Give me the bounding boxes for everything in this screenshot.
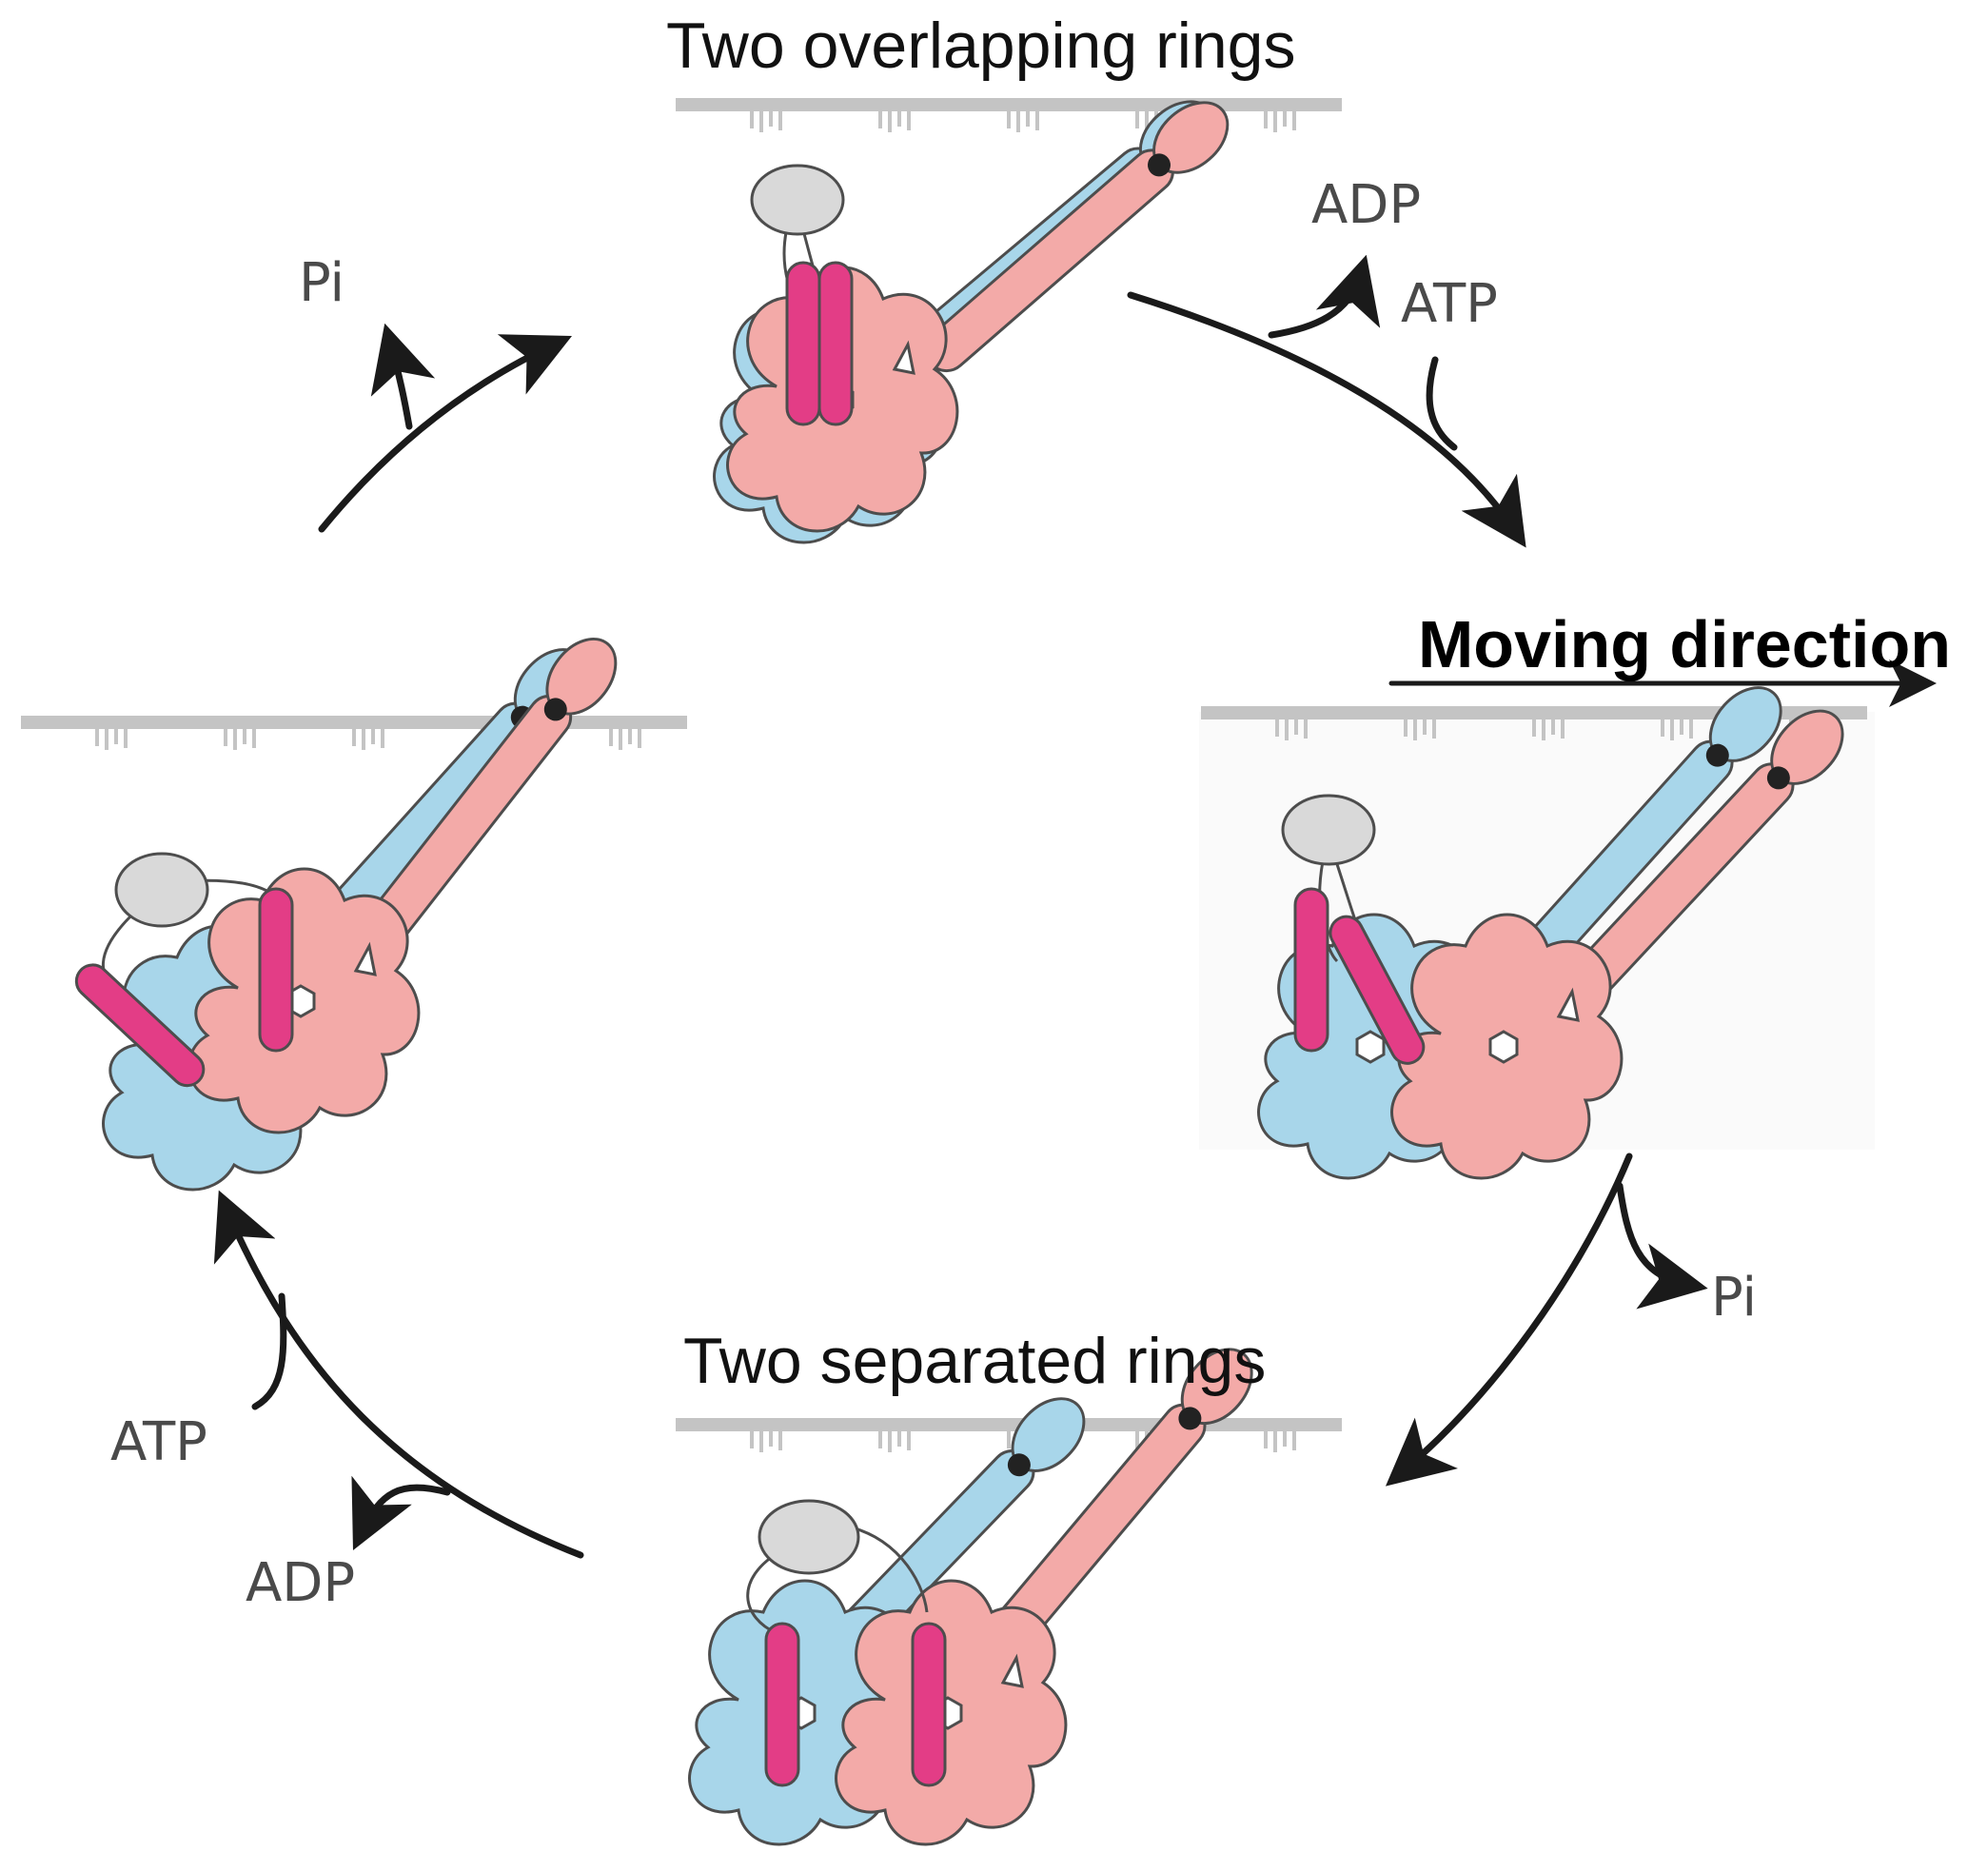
bottom-track [674, 1416, 1344, 1454]
bottom-state-title: Two separated rings [683, 1325, 1267, 1397]
top-left-pi-label: Pi [299, 252, 345, 314]
top-gray-head [750, 164, 845, 236]
top-rod-right [817, 261, 854, 426]
bottom-pink-ring [837, 1581, 1066, 1844]
arrow-adp-release-top-right [1268, 254, 1381, 339]
top-pink-stalk [910, 87, 1243, 387]
right-pi-label: Pi [1711, 1267, 1758, 1329]
arrow-bottom-to-left [213, 1190, 584, 1559]
arrow-atp-bind-top-right [1426, 356, 1458, 451]
top-state [674, 86, 1344, 542]
arrow-pi-release-right [1616, 1182, 1708, 1310]
top-rod-left [785, 261, 821, 426]
arrow-atp-bind-bottom-left [251, 1292, 287, 1410]
top-track [674, 96, 1344, 134]
right-rod-vertical [1293, 887, 1329, 1053]
left-pink-ring [189, 869, 419, 1133]
left-rod-vertical [258, 887, 294, 1053]
top-right-atp-label: ATP [1401, 273, 1498, 335]
arrow-adp-release-bottom-left [351, 1475, 451, 1550]
arrow-right-to-bottom [1385, 1153, 1633, 1487]
arrow-top-to-right [1127, 291, 1526, 548]
bottom-rod-left [764, 1622, 800, 1787]
left-state [19, 624, 689, 1190]
right-state [1199, 672, 1875, 1178]
bottom-left-atp-label: ATP [110, 1411, 207, 1473]
left-gray-head [114, 852, 209, 928]
bottom-state [674, 1334, 1344, 1844]
bottom-gray-head [758, 1499, 860, 1575]
top-state-title: Two overlapping rings [666, 10, 1296, 82]
left-track [19, 714, 689, 752]
top-right-adp-label: ADP [1311, 174, 1422, 236]
right-gray-head [1281, 794, 1376, 866]
cycle-arrows [213, 254, 1937, 1559]
moving-direction-label: Moving direction [1418, 607, 1951, 681]
bottom-rod-right [911, 1622, 947, 1787]
arrow-pi-release-top-left [370, 323, 436, 430]
arrow-left-to-top [318, 334, 572, 533]
bottom-left-adp-label: ADP [246, 1552, 356, 1614]
